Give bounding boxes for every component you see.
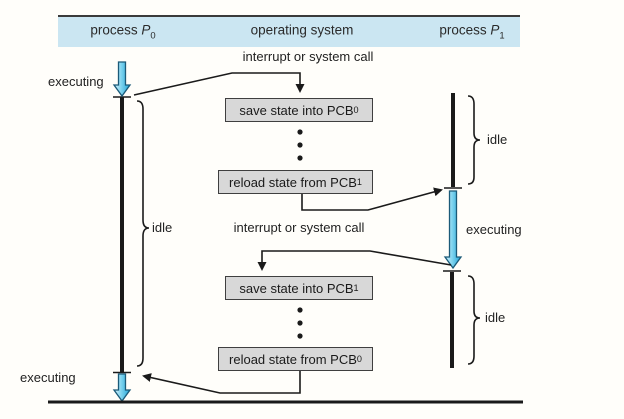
label-idle-p1-top: idle <box>487 132 508 147</box>
label-executing-p1: executing <box>466 222 522 237</box>
header-process-p0: process P0 <box>90 22 156 42</box>
arrow-reload-pcb0-to-p0 <box>142 371 301 394</box>
executing-arrow-icon-p1 <box>443 190 463 270</box>
label-idle-p0: idle <box>152 220 173 235</box>
executing-arrow-icon-p0-top <box>112 61 132 98</box>
idle-brace-p1-bottom <box>467 275 481 365</box>
label-idle-p1-bottom: idle <box>485 310 506 325</box>
executing-arrow-icon-p0-bottom <box>112 373 132 403</box>
arrow-p1-to-save-pcb1 <box>257 250 452 271</box>
arrow-p0-to-save-pcb0 <box>133 72 305 96</box>
idle-brace-p1-top <box>467 95 481 185</box>
idle-brace-p0 <box>136 100 150 367</box>
ellipsis-dots-top <box>297 129 303 161</box>
label-executing-p0-bottom: executing <box>20 370 76 385</box>
header-operating-system: operating system <box>250 22 354 38</box>
label-interrupt-top: interrupt or system call <box>242 49 374 64</box>
ellipsis-dots-bottom <box>297 307 303 339</box>
label-executing-p0-top: executing <box>48 74 104 89</box>
header-bar: process P0 operating system process P1 <box>58 15 520 47</box>
header-process-p1: process P1 <box>439 22 505 42</box>
label-interrupt-mid: interrupt or system call <box>233 220 365 235</box>
arrow-reload-pcb1-to-p1 <box>301 187 443 211</box>
